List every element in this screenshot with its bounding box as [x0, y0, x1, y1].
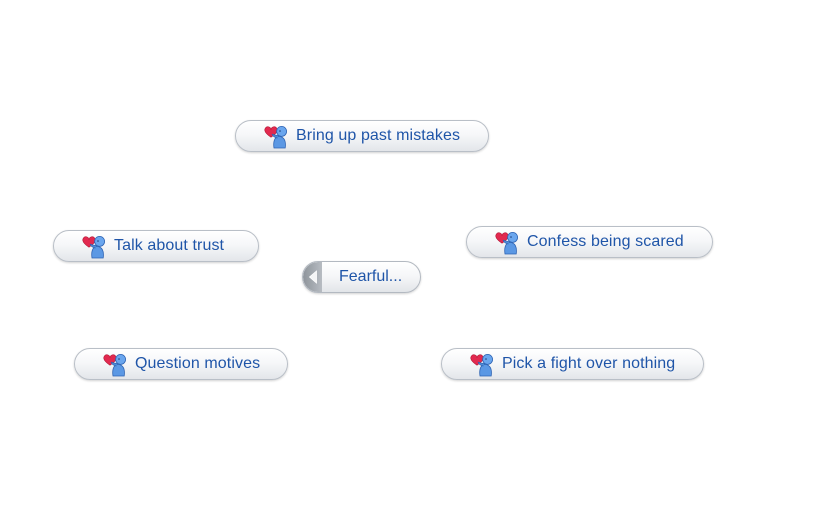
pie-option-label: Confess being scared	[527, 233, 684, 250]
romance-hug-heart-icon	[468, 351, 498, 377]
pie-menu-back-button[interactable]: Fearful...	[302, 261, 421, 293]
pie-option-pick-a-fight-over-nothing[interactable]: Pick a fight over nothing	[441, 348, 704, 380]
pie-option-label: Bring up past mistakes	[296, 127, 461, 144]
pie-option-question-motives[interactable]: Question motives	[74, 348, 288, 380]
back-arrow-icon	[303, 262, 322, 292]
pie-option-label: Talk about trust	[114, 237, 225, 254]
romance-hug-heart-icon	[493, 229, 523, 255]
pie-option-confess-being-scared[interactable]: Confess being scared	[466, 226, 713, 258]
pie-option-label: Pick a fight over nothing	[502, 355, 676, 372]
romance-hug-heart-icon	[80, 233, 110, 259]
romance-hug-heart-icon	[101, 351, 131, 377]
pie-menu-category-label: Fearful...	[339, 268, 403, 285]
pie-option-bring-up-past-mistakes[interactable]: Bring up past mistakes	[235, 120, 489, 152]
romance-hug-heart-icon	[262, 123, 292, 149]
pie-option-talk-about-trust[interactable]: Talk about trust	[53, 230, 259, 262]
pie-option-label: Question motives	[135, 355, 261, 372]
